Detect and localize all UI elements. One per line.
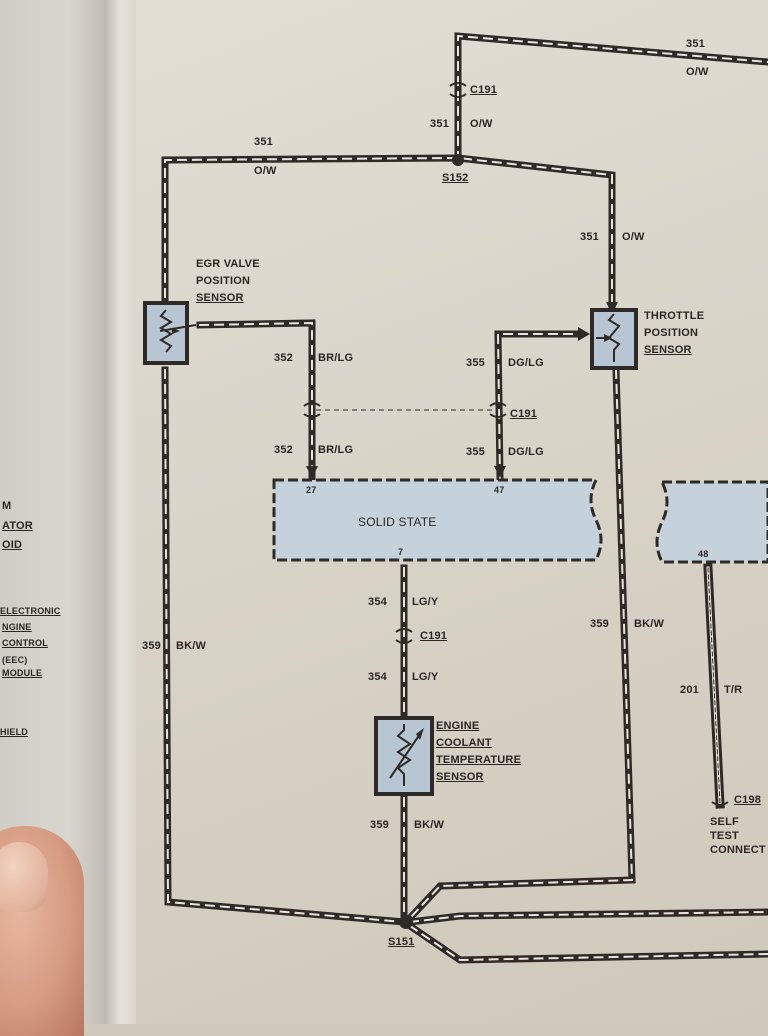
module-pin: 48: [698, 549, 709, 559]
module-pin: 7: [398, 547, 404, 557]
connector-c191-label: C191: [470, 84, 498, 96]
wire-number: 352: [274, 352, 293, 364]
wire-color: LG/Y: [412, 596, 439, 608]
wire-color: BK/W: [414, 819, 445, 831]
wire-number: 359: [370, 819, 389, 831]
module-pin: 47: [494, 485, 505, 495]
wire-number: 351: [254, 136, 273, 148]
wire-color: T/R: [724, 684, 743, 696]
coolant-sensor-label: COOLANT: [436, 737, 492, 749]
wire-color: DG/LG: [508, 357, 544, 369]
page-gutter: [104, 0, 140, 1024]
wire-color: BR/LG: [318, 444, 354, 456]
module-pin: 27: [306, 485, 317, 495]
throttle-sensor-label: POSITION: [644, 327, 699, 339]
left-page-line: ATOR: [2, 520, 33, 532]
coolant-sensor-label: ENGINE: [436, 720, 480, 732]
wire-color: O/W: [254, 165, 277, 177]
module-label: SOLID STATE: [358, 515, 437, 529]
splice-s152-dot: [452, 154, 464, 166]
wire-number: 351: [580, 231, 599, 243]
wire-color: O/W: [686, 66, 709, 78]
wire-number: 354: [368, 671, 387, 683]
splice-s152-label: S152: [442, 172, 469, 184]
connector-c191-label: C191: [420, 630, 448, 642]
thumbnail: [0, 842, 48, 912]
coolant-sensor-label: TEMPERATURE: [436, 754, 522, 766]
wire-color: O/W: [622, 231, 645, 243]
left-page-line: (EEC): [2, 655, 28, 665]
left-page-line: CONTROL: [2, 638, 48, 648]
throttle-sensor-symbol: [590, 308, 638, 370]
left-page-line: OID: [2, 539, 23, 551]
coolant-sensor-symbol: [374, 716, 434, 796]
left-page-line: MODULE: [2, 668, 43, 678]
wire-201: [703, 563, 725, 809]
wire-number: 359: [590, 618, 609, 630]
wire-color: BK/W: [634, 618, 665, 630]
arrow-icon: [494, 466, 506, 478]
egr-sensor-label: SENSOR: [196, 292, 244, 304]
splice-s151-label: S151: [388, 936, 415, 948]
self-test-label: CONNECT: [710, 844, 766, 856]
wire-number: 355: [466, 446, 485, 458]
self-test-label: TEST: [710, 830, 739, 842]
wire-color: BR/LG: [318, 352, 354, 364]
wire-number: 351: [686, 38, 705, 50]
connector-c191-label: C191: [510, 408, 538, 420]
connector-c198-label: C198: [734, 794, 762, 806]
egr-sensor-label: POSITION: [196, 275, 251, 287]
wire-number: 352: [274, 444, 293, 456]
self-test-label: SELF: [710, 816, 739, 828]
splice-s151-dot: [399, 915, 413, 929]
wire-number: 359: [142, 640, 161, 652]
wire-color: BK/W: [176, 640, 207, 652]
connector-marks: [303, 82, 729, 806]
coolant-sensor-label: SENSOR: [436, 771, 484, 783]
left-page-line: NGINE: [2, 622, 32, 632]
wire-number: 351: [430, 118, 449, 130]
wire-number: 354: [368, 596, 387, 608]
wire-color: DG/LG: [508, 446, 544, 458]
throttle-sensor-label: SENSOR: [644, 344, 692, 356]
left-page-line: M: [2, 500, 12, 512]
wire-color: O/W: [470, 118, 493, 130]
wire-number: 355: [466, 357, 485, 369]
wire-352: [196, 319, 316, 482]
wire-359: [161, 366, 768, 964]
wire-number: 201: [680, 684, 699, 696]
egr-sensor-label: EGR VALVE: [196, 258, 260, 270]
wire-355: [494, 330, 582, 482]
arrow-icon: [306, 466, 318, 478]
solid-state-module: [272, 478, 768, 564]
throttle-sensor-label: THROTTLE: [644, 310, 705, 322]
left-page-line: HIELD: [0, 727, 28, 737]
egr-sensor-symbol: [143, 301, 197, 365]
left-page-line: ELECTRONIC: [0, 606, 61, 616]
wire-color: LG/Y: [412, 671, 439, 683]
arrow-icon: [578, 327, 590, 341]
